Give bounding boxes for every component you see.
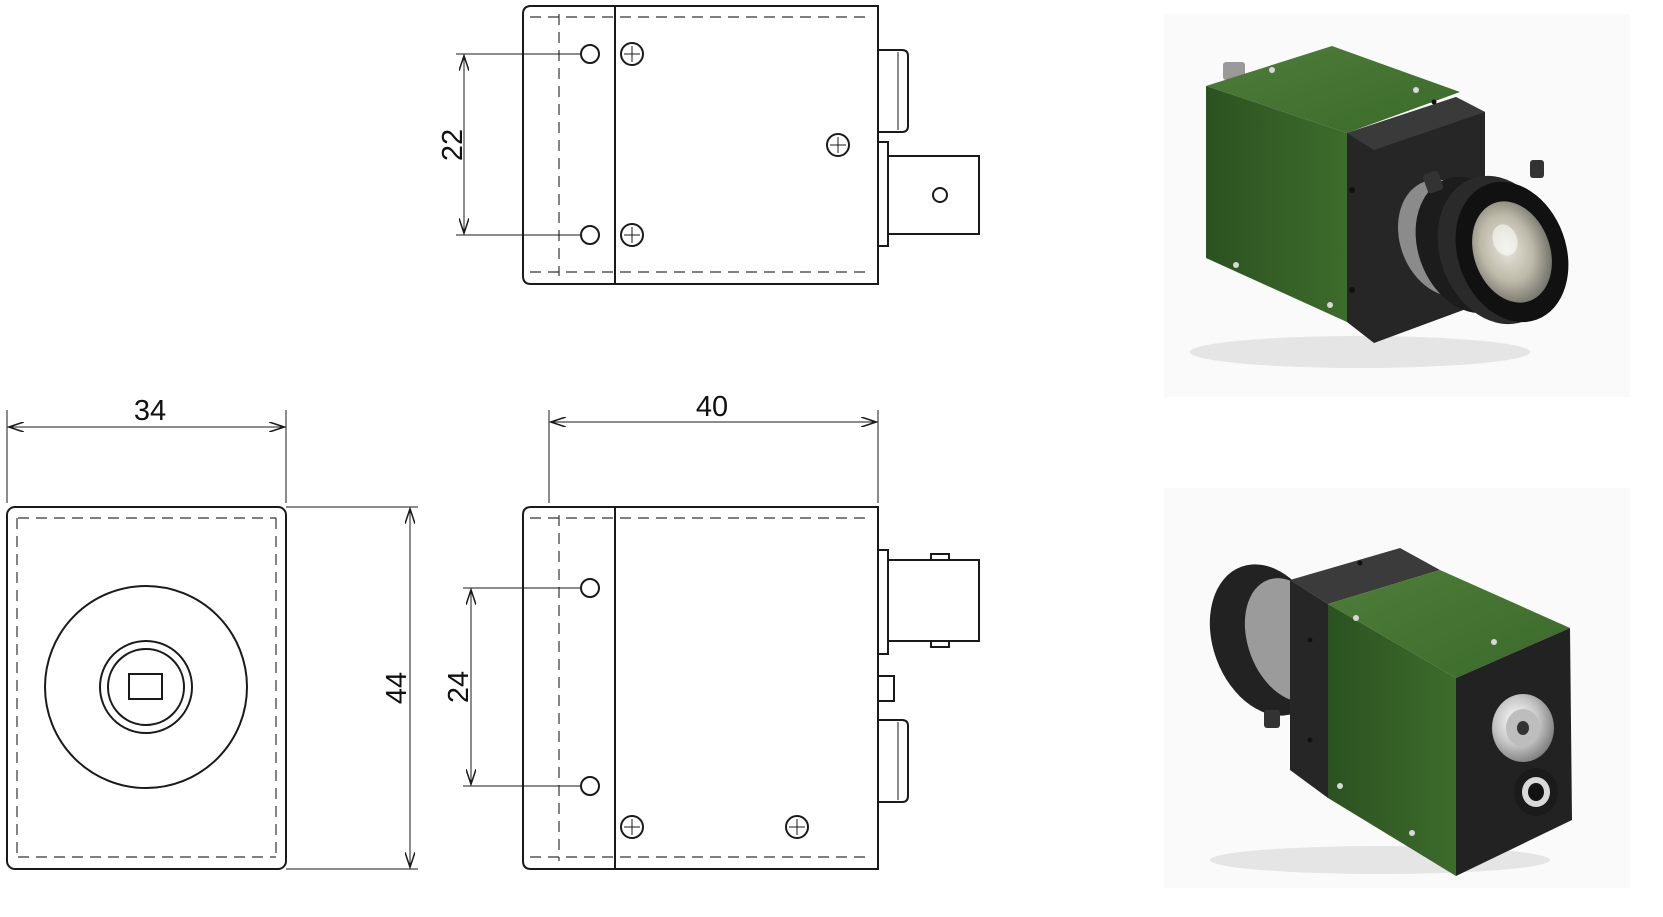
screw-icon — [620, 223, 644, 247]
screw-icon — [826, 133, 850, 157]
screw-icon — [620, 42, 644, 66]
front-view: 34 44 — [6, 395, 418, 870]
dim-label-44: 44 — [381, 672, 413, 704]
lens-icon — [1397, 160, 1569, 325]
dim-label-40: 40 — [696, 391, 728, 423]
side-view: 40 24 — [443, 391, 980, 870]
dim-label-24: 24 — [443, 671, 475, 703]
screw-icon — [785, 815, 809, 839]
camera-photo-rear — [1164, 488, 1630, 888]
screw-icon — [620, 815, 644, 839]
power-connector-icon — [1514, 768, 1558, 816]
dim-label-22: 22 — [437, 129, 469, 161]
dim-label-34: 34 — [134, 395, 166, 427]
bnc-connector-icon — [1492, 694, 1554, 762]
top-view: 22 — [437, 5, 980, 285]
camera-photo-front — [1164, 14, 1630, 397]
